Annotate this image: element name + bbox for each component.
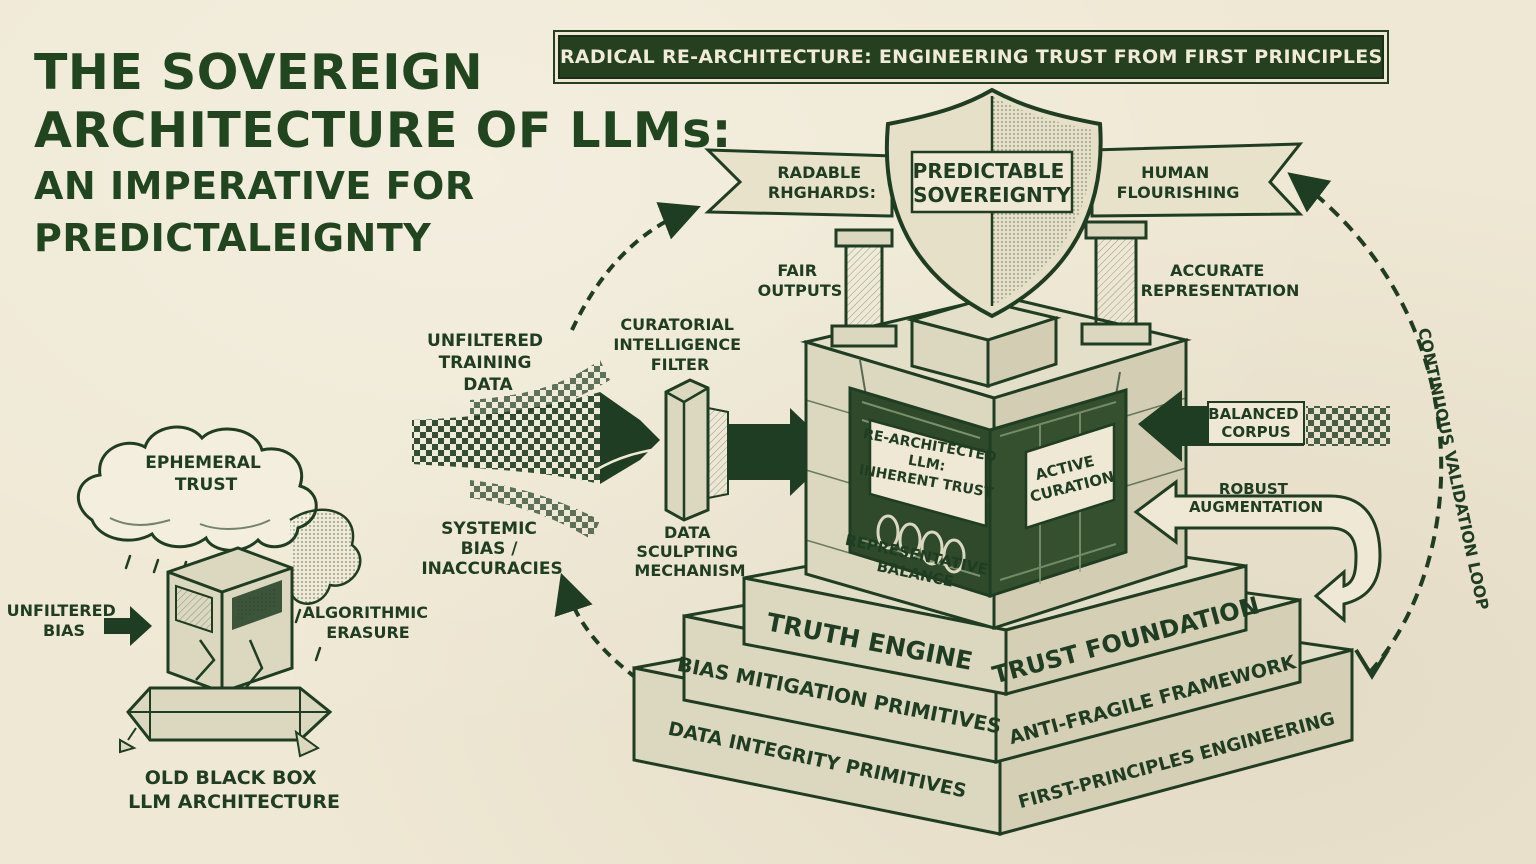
title-line-1: THE SOVEREIGN xyxy=(34,44,484,101)
robust-augmentation-label: ROBUST AUGMENTATION xyxy=(1189,480,1323,516)
curatorial-filter-label: CURATORIAL INTELLIGENCE FILTER xyxy=(613,315,746,374)
balanced-corpus-tag xyxy=(1207,401,1305,445)
accurate-representation-label: ACCURATE REPRESENTATION xyxy=(1141,261,1300,300)
gear-coils-icon xyxy=(876,514,966,574)
shield-plaque xyxy=(910,150,1074,214)
unfiltered-data-stream xyxy=(412,392,600,484)
old-black-box-group: EPHEMERAL TRUST UNFILTERED BIAS ALGORITH… xyxy=(7,425,433,813)
upper-cycle-arrow-icon xyxy=(570,202,701,331)
ephemeral-trust-label: EPHEMERAL TRUST xyxy=(145,453,266,495)
title-line-2: ARCHITECTURE OF LLMs: xyxy=(34,102,732,159)
unfiltered-training-data-label: UNFILTERED TRAINING DATA xyxy=(427,331,549,395)
systemic-bias-label: SYSTEMIC BIAS / INACCURACIES xyxy=(421,519,562,579)
left-pillar xyxy=(830,228,898,348)
left-ribbon xyxy=(704,148,894,218)
balanced-corpus-label: BALANCED CORPUS xyxy=(1208,405,1304,441)
fair-outputs-label: FAIR OUTPUTS xyxy=(758,261,843,300)
robust-augmentation-arrow-icon xyxy=(1133,479,1382,624)
validation-loop-arrow-icon xyxy=(1287,172,1444,674)
header-banner: RADICAL RE-ARCHITECTURE: ENGINEERING TRU… xyxy=(558,35,1384,79)
unfiltered-bias-label: UNFILTERED BIAS xyxy=(7,601,122,640)
page-title: THE SOVEREIGN ARCHITECTURE OF LLMs: AN I… xyxy=(34,44,732,264)
shield-label: PREDICTABLE SOVEREIGNTY xyxy=(913,159,1072,207)
validation-loop-label: CONTINUOUS VALIDATION LOOP xyxy=(1414,326,1493,612)
curatorial-filter-slab xyxy=(664,378,710,522)
core-block xyxy=(800,294,1192,631)
old-architecture-caption: OLD BLACK BOX LLM ARCHITECTURE xyxy=(128,767,340,813)
data-flow-group: UNFILTERED TRAINING DATA SYSTEMIC BIAS /… xyxy=(412,202,836,690)
ribbon-left-label: RADABLE RHGHARDS: xyxy=(768,163,876,202)
lower-cycle-arrow-icon xyxy=(554,572,652,690)
unfiltered-bias-arrow-icon xyxy=(104,606,152,646)
ribbon-right-label: HUMAN FLOURISHING xyxy=(1117,163,1240,202)
sovereign-tower-group: RADABLE RHGHARDS: PREDICTABLE SOVEREIGNT… xyxy=(632,87,1493,836)
active-curation-panel xyxy=(1024,422,1116,530)
storm-cloud-icon xyxy=(76,425,318,552)
smoke-plume-icon xyxy=(289,508,362,605)
algorithmic-erasure-label: ALGORITHMIC ERASURE xyxy=(302,603,433,642)
title-line-4: PREDICTALEIGNTY xyxy=(34,216,432,260)
data-sculpting-label: DATA SCULPTING MECHANISM xyxy=(634,523,745,580)
title-line-3: AN IMPERATIVE FOR xyxy=(34,164,475,208)
right-pillar xyxy=(1080,220,1152,346)
llm-label-panel xyxy=(868,418,988,528)
